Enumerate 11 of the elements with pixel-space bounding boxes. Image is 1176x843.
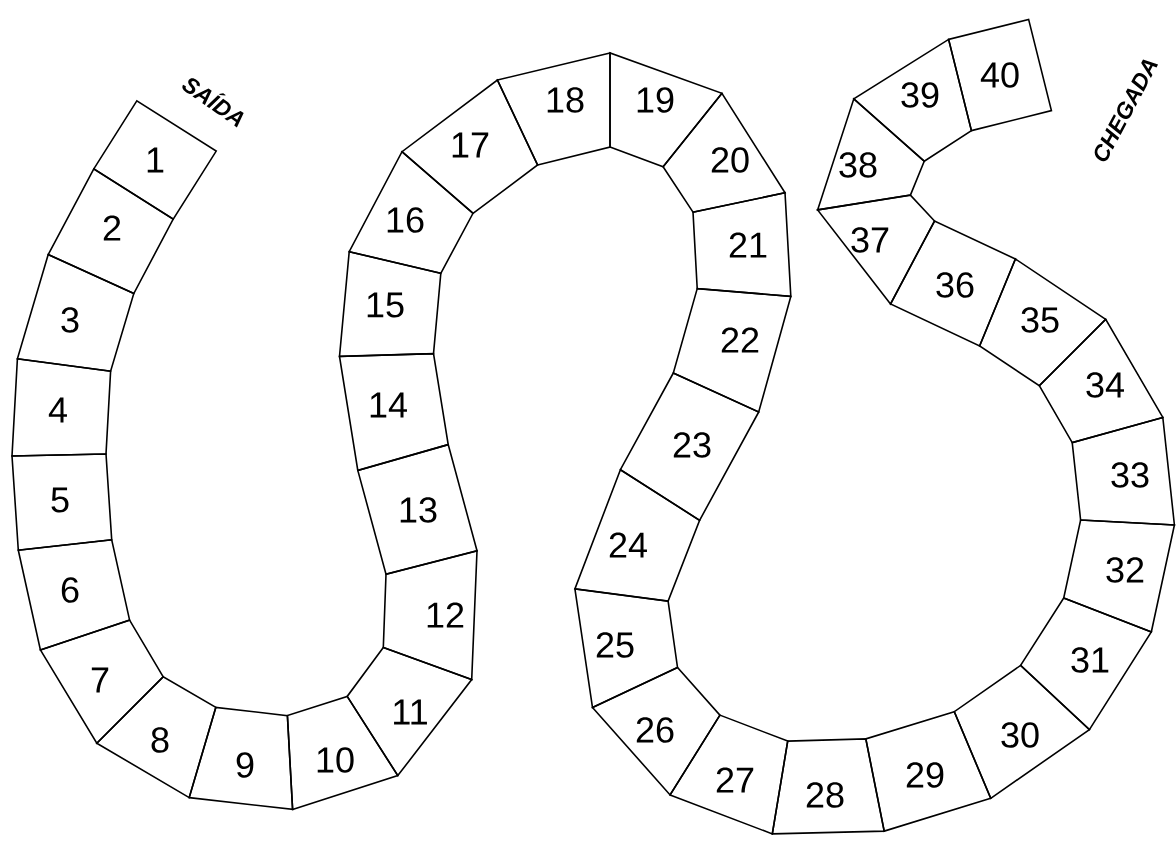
board-cell: 22: [672, 287, 792, 414]
board-cell: 28: [771, 738, 886, 835]
board-cell: 3: [16, 253, 135, 373]
board-cell: 18: [496, 52, 611, 166]
board-cell: 9: [188, 706, 294, 811]
board-cell: 15: [338, 250, 442, 358]
board-cell: 12: [382, 549, 478, 681]
board-cell: 33: [1071, 416, 1176, 526]
board-cell: 40: [947, 18, 1053, 132]
board-cell: 5: [11, 453, 113, 552]
board-cell: 24: [573, 468, 701, 602]
